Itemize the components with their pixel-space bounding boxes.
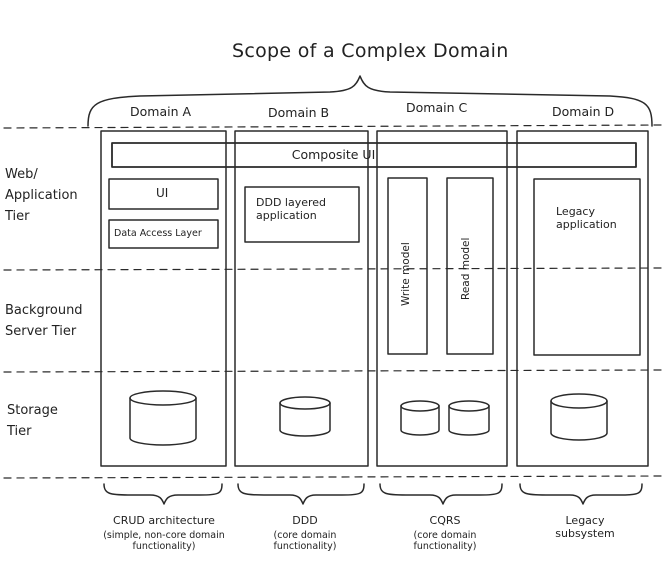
separator-background-storage — [3, 369, 663, 373]
ddd-layered-box — [244, 186, 360, 243]
write-model-box — [387, 177, 428, 355]
separator-top — [3, 124, 663, 129]
caption-a-sub: (simple, non-core domain functionality) — [103, 530, 225, 552]
domain-b-column — [234, 130, 369, 467]
brace-a — [103, 483, 223, 505]
write-model-label: Write model — [400, 242, 412, 306]
tier-separators — [3, 124, 663, 479]
storage-cylinder-d — [550, 393, 608, 441]
domain-b-label: Domain B — [268, 105, 330, 120]
storage-cylinder-c-write — [400, 400, 440, 436]
domain-a-column — [100, 130, 227, 467]
read-model-box — [446, 177, 494, 355]
caption-c-sub: (core domain functionality) — [413, 530, 477, 552]
composite-ui-bar — [111, 142, 637, 168]
legacy-application-label: Legacy application — [556, 205, 617, 231]
ui-box — [108, 178, 219, 210]
tier-label-storage: Storage Tier — [7, 403, 58, 439]
domain-a-label: Domain A — [130, 104, 192, 119]
brace-b — [237, 483, 365, 505]
storage-cylinder-b — [279, 396, 331, 437]
legacy-application-box — [533, 178, 641, 356]
scope-brace — [87, 75, 653, 127]
caption-b-main: DDD — [292, 514, 318, 527]
caption-d-main: Legacy subsystem — [555, 514, 615, 540]
data-access-layer-label: Data Access Layer — [114, 228, 202, 239]
storage-cylinder-c-read — [448, 400, 490, 436]
data-access-layer-box — [108, 219, 219, 249]
tier-label-web: Web/ Application Tier — [5, 167, 78, 224]
separator-web-background — [3, 267, 663, 271]
read-model-label: Read model — [460, 237, 472, 300]
caption-a-main: CRUD architecture — [113, 514, 215, 527]
caption-b-sub: (core domain functionality) — [273, 530, 337, 552]
brace-d — [519, 483, 643, 505]
ui-label: UI — [156, 186, 169, 200]
caption-c-main: CQRS — [429, 514, 461, 527]
storage-cylinder-a — [129, 390, 197, 446]
diagram-title: Scope of a Complex Domain — [232, 40, 509, 62]
separator-bottom — [3, 475, 663, 479]
domain-c-label: Domain C — [406, 100, 468, 115]
domain-c-column — [376, 130, 508, 467]
tier-label-background: Background Server Tier — [5, 303, 83, 339]
ddd-layered-label: DDD layered application — [256, 196, 327, 222]
domain-d-label: Domain D — [552, 104, 615, 119]
brace-c — [379, 483, 503, 505]
composite-ui-label: Composite UI — [291, 147, 376, 162]
domain-d-column — [516, 130, 649, 467]
